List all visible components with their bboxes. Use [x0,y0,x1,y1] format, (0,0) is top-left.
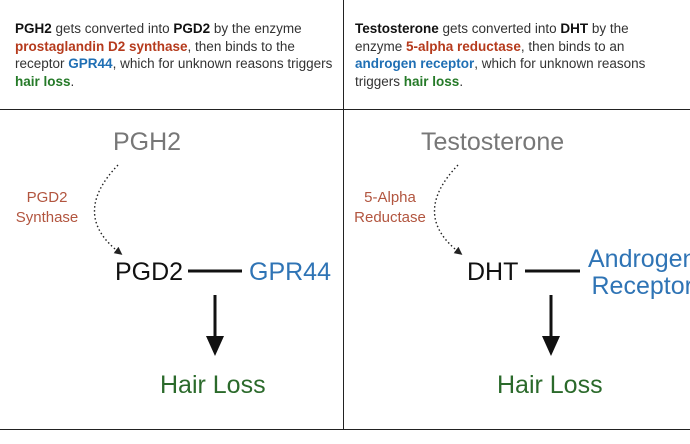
left-conversion-arrow [93,164,123,255]
description-keyword: PGH2 [15,21,52,36]
divider-top-horizontal [0,109,690,110]
left-product-label: PGD2 [115,258,184,286]
right-effect-arrowhead [542,336,560,356]
right-conversion-arrow [433,164,463,255]
right-enzyme-line-1: 5-Alpha [364,189,416,206]
description-text: gets converted into [438,21,561,36]
description-keyword: PGD2 [173,21,211,36]
left-enzyme-label: PGD2 Synthase [8,188,86,228]
right-receptor-line-1: Androgen [588,245,690,273]
right-precursor-label: Testosterone [421,128,565,156]
right-outcome-label: Hair Loss [497,371,603,399]
description-keyword: DHT [560,21,589,36]
right-product-label: DHT [467,258,519,286]
right-receptor-line-2: Receptor [591,272,690,300]
description-keyword: GPR44 [68,56,113,71]
description-text: , then binds to the receptor [15,38,295,72]
description-keyword: Testosterone [355,21,439,36]
right-enzyme-label: 5-Alpha Reductase [348,188,432,228]
description-keyword: hair loss [403,73,460,89]
right-enzyme-line-2: Reductase [354,209,426,226]
description-text: , then binds to an [520,38,625,54]
description-text: . [70,73,75,89]
description-keyword: androgen receptor [355,56,475,71]
description-text: gets converted into [51,21,174,36]
right-description: Testosterone gets converted into DHT by … [355,20,675,90]
description-text: by the enzyme [355,21,629,54]
left-outcome-label: Hair Loss [160,371,266,399]
description-text: , which for unknown reasons triggers [355,56,646,89]
left-description: PGH2 gets converted into PGD2 by the enz… [15,20,333,90]
left-effect-arrowhead [206,336,224,356]
left-enzyme-line-1: PGD2 [26,189,68,206]
description-text: by the enzyme [210,21,302,36]
left-precursor-label: PGH2 [113,128,182,156]
divider-bottom-horizontal [0,429,690,430]
right-receptor-label: Androgen Receptor [588,246,690,300]
description-keyword: hair loss [15,73,71,89]
description-keyword: 5-alpha reductase [406,38,521,54]
left-receptor-label: GPR44 [249,258,331,287]
description-text: . [459,73,464,89]
description-text: , which for unknown reasons triggers [112,56,333,71]
description-keyword: prostaglandin D2 synthase [15,38,188,54]
left-receptor-line-1: GPR44 [249,258,331,286]
divider-vertical [343,0,344,430]
left-enzyme-line-2: Synthase [15,209,79,226]
